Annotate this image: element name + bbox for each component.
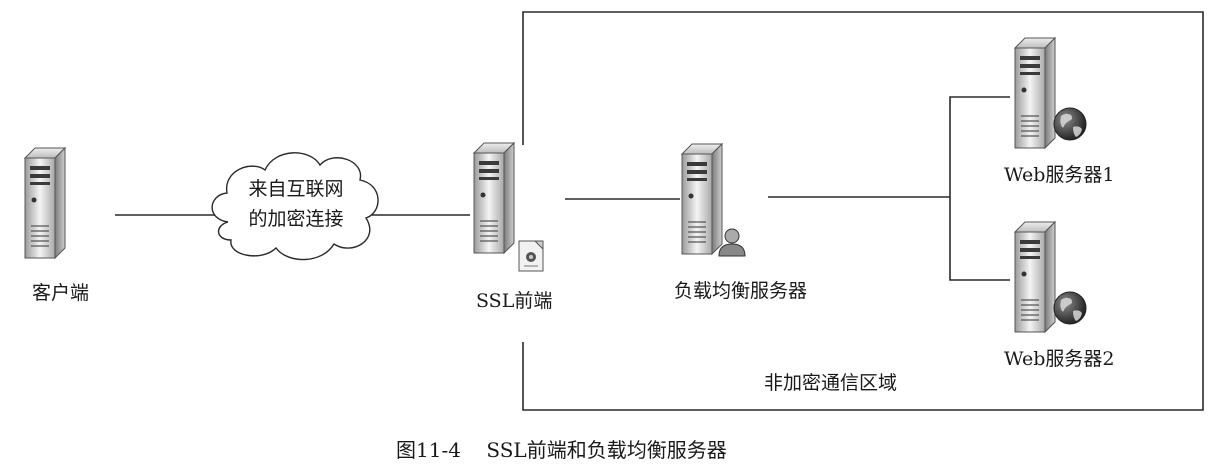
server-icon-client	[24, 147, 66, 259]
server-globe-icon-1	[1014, 37, 1087, 149]
web-server-2-label: Web服务器2	[1004, 348, 1115, 370]
figure-title: SSL前端和负载均衡服务器	[486, 438, 727, 462]
ssl-frontend-label: SSL前端	[476, 290, 553, 312]
cloud-label-line1: 来自互联网	[248, 178, 344, 200]
zone-label: 非加密通信区域	[764, 372, 898, 394]
server-user-icon	[681, 143, 746, 257]
server-globe-icon-2	[1014, 221, 1087, 333]
zone-boundary-top	[522, 11, 1204, 411]
cloud-label: 来自互联网 的加密连接	[238, 174, 354, 234]
server-certificate-icon	[473, 142, 544, 272]
load-balancer-label: 负载均衡服务器	[674, 280, 808, 302]
web-server-1-label: Web服务器1	[1004, 164, 1115, 186]
cloud-icon	[211, 152, 379, 261]
figure-number: 图11-4	[396, 438, 461, 462]
client-label: 客户端	[32, 282, 90, 304]
cloud-label-line2: 的加密连接	[248, 208, 344, 230]
figure-caption: 图11-4 SSL前端和负载均衡服务器	[396, 440, 727, 460]
link-branch	[949, 96, 1010, 281]
